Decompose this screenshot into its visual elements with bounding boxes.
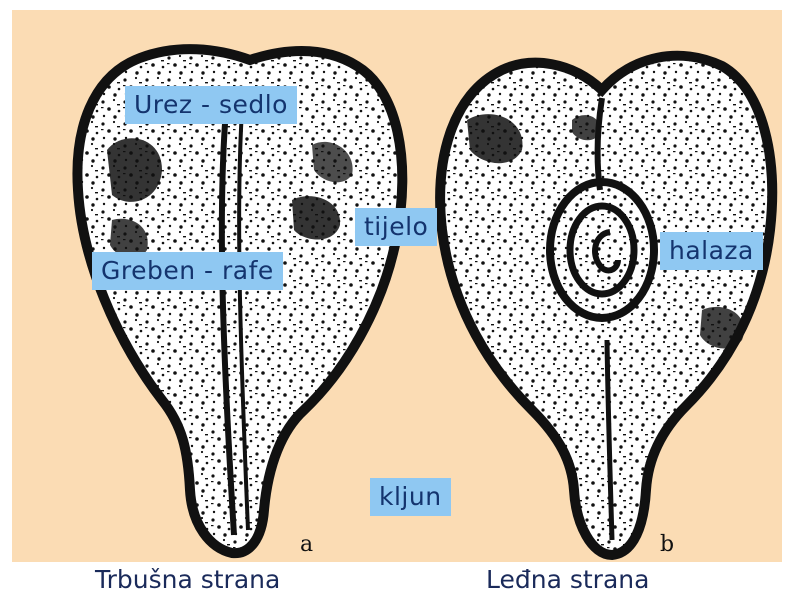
label-tijelo: tijelo xyxy=(355,208,437,246)
label-greben-rafe: Greben - rafe xyxy=(92,252,283,290)
caption-dorsal-side: Leđna strana xyxy=(486,565,649,594)
caption-ventral-side: Trbušna strana xyxy=(95,565,280,594)
panel-letter-a: a xyxy=(300,532,313,557)
label-halaza: halaza xyxy=(660,232,763,270)
dorsal-seed-drawing xyxy=(440,56,772,555)
figure-panel: Urez - sedlo Greben - rafe tijelo halaza… xyxy=(12,10,782,562)
label-urez-sedlo: Urez - sedlo xyxy=(125,86,297,124)
ventral-seed-drawing xyxy=(77,49,402,553)
label-kljun: kljun xyxy=(370,478,451,516)
panel-letter-b: b xyxy=(660,532,674,557)
